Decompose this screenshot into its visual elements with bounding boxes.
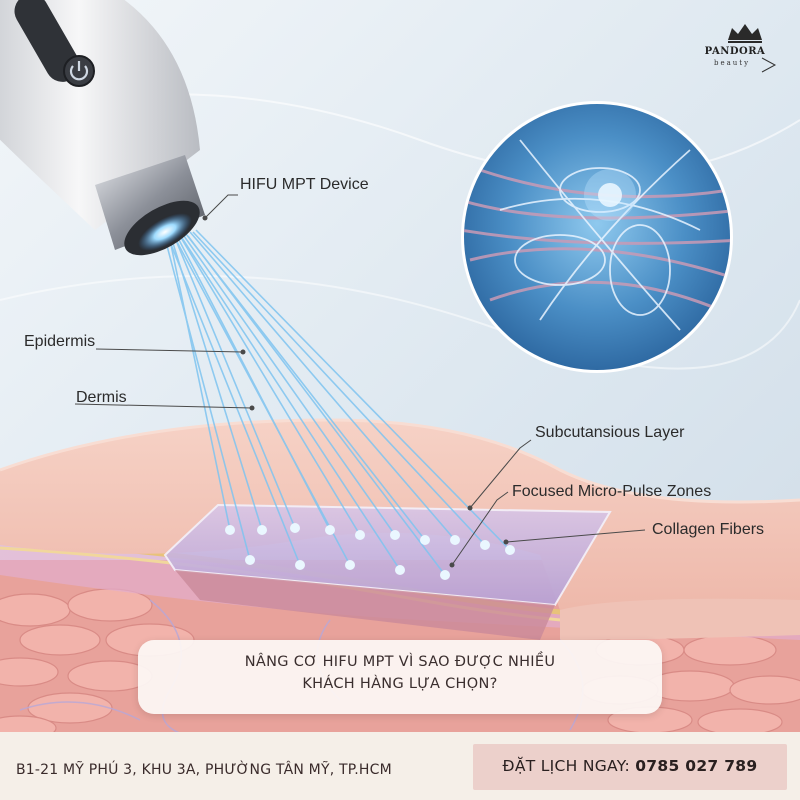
booking-cta-text: ĐẶT LỊCH NGAY: 0785 027 789 xyxy=(473,757,787,775)
headline-box: NÂNG CƠ HIFU MPT VÌ SAO ĐƯỢC NHIỀU KHÁCH… xyxy=(138,640,662,714)
brand-subtitle: beauty xyxy=(714,59,751,67)
label-subcutaneous: Subcutansious Layer xyxy=(535,424,685,441)
label-collagen-fibers: Collagen Fibers xyxy=(652,521,765,538)
label-device: HIFU MPT Device xyxy=(240,176,369,193)
label-dermis: Dermis xyxy=(76,389,127,406)
leader-lines xyxy=(74,194,646,566)
phone-number[interactable]: 0785 027 789 xyxy=(635,757,758,775)
ultrasound-beams xyxy=(165,229,511,576)
label-epidermis: Epidermis xyxy=(24,333,96,350)
booking-cta-label: ĐẶT LỊCH NGAY: xyxy=(502,757,630,775)
collagen-zoom-circle xyxy=(461,101,733,373)
footer-bar: B1-21 MỸ PHÚ 3, KHU 3A, PHƯỜNG TÂN MỸ, T… xyxy=(0,732,800,800)
power-icon xyxy=(69,61,89,81)
label-micro-pulse-zones: Focused Micro-Pulse Zones xyxy=(512,483,712,500)
headline-line-2: KHÁCH HÀNG LỰA CHỌN? xyxy=(302,676,498,692)
focus-points xyxy=(225,523,515,580)
hifu-device xyxy=(0,0,205,256)
address-text: B1-21 MỸ PHÚ 3, KHU 3A, PHƯỜNG TÂN MỸ, T… xyxy=(16,762,392,778)
brand-logo: PANDORA beauty xyxy=(700,22,786,82)
booking-cta[interactable]: ĐẶT LỊCH NGAY: 0785 027 789 xyxy=(473,744,787,790)
crown-icon xyxy=(728,24,762,43)
headline-line-1: NÂNG CƠ HIFU MPT VÌ SAO ĐƯỢC NHIỀU xyxy=(244,654,556,670)
brand-name: PANDORA xyxy=(704,46,766,57)
